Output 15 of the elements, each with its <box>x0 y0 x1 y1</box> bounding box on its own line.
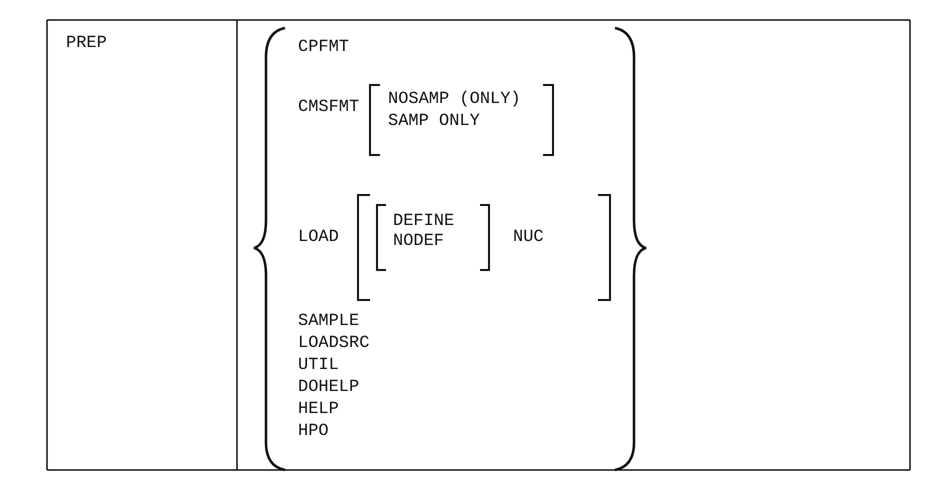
option-keyword: SAMP ONLY <box>388 112 480 132</box>
option-keyword: CMSFMT <box>298 98 360 118</box>
option-keyword: SAMPLE <box>298 312 360 332</box>
option-keyword: DEFINE <box>393 212 454 232</box>
option-keyword: NODEF <box>393 232 444 252</box>
option-keyword: HELP <box>298 400 339 420</box>
option-keyword: LOAD <box>298 228 339 248</box>
option-keyword: NUC <box>513 228 544 248</box>
option-keyword: DOHELP <box>298 378 360 398</box>
option-keyword: UTIL <box>298 356 339 376</box>
option-keyword: HPO <box>298 422 329 442</box>
option-keyword: CPFMT <box>298 38 350 58</box>
option-keyword: NOSAMP (ONLY) <box>388 90 521 110</box>
command-name: PREP <box>66 34 107 54</box>
option-keyword: LOADSRC <box>298 334 370 354</box>
